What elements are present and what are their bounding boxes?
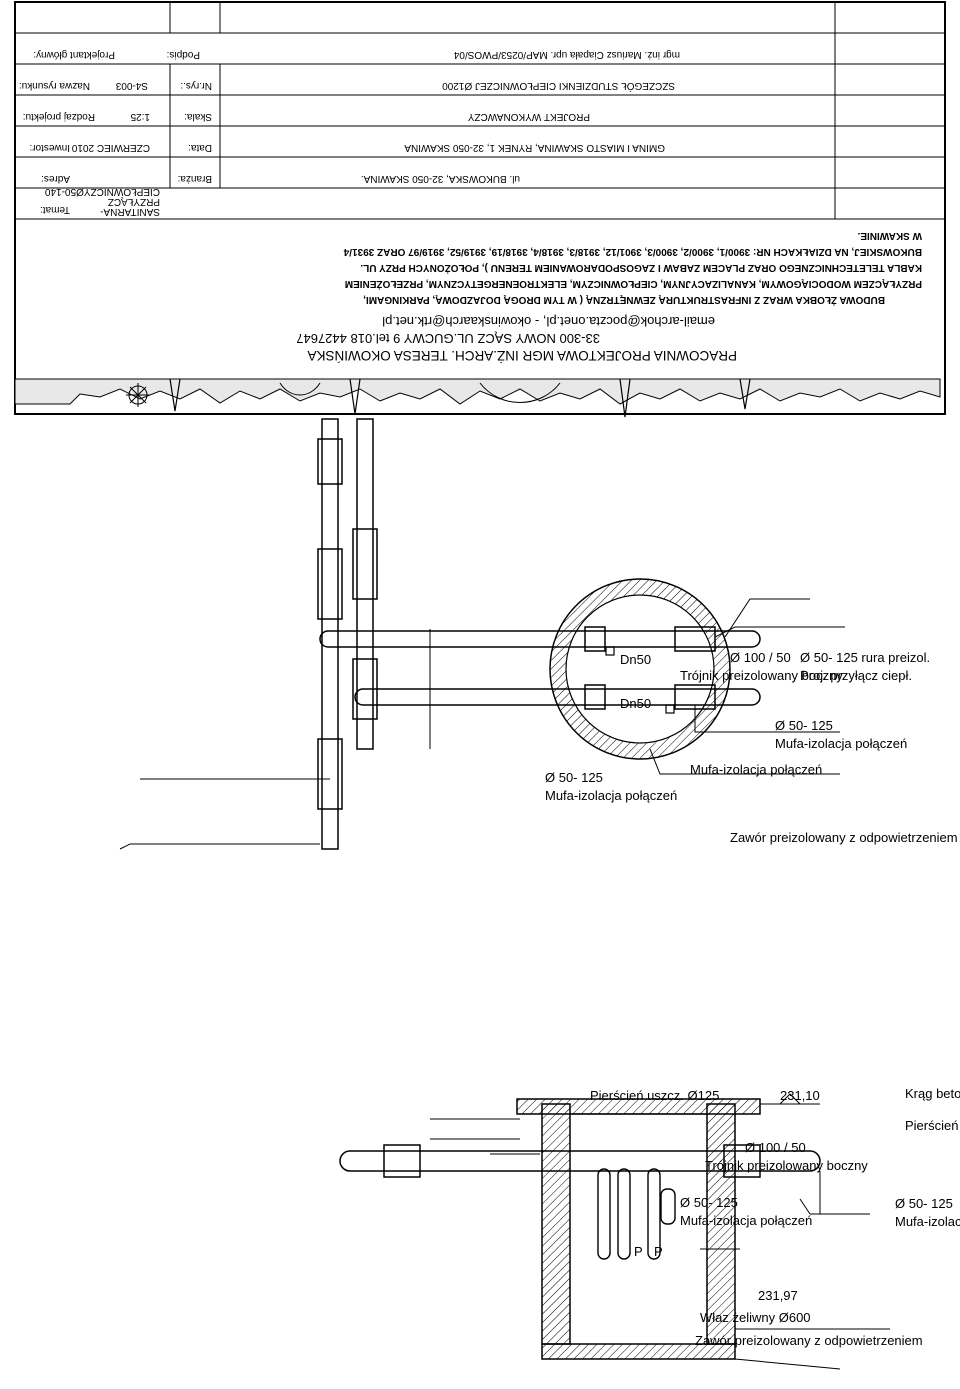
- plan-label-mufa-left: Mufa-izolacja połączeń: [690, 762, 822, 777]
- branza-line-3: CIEPŁOWNICZYØ50-140: [45, 186, 160, 197]
- secondary-pipe: [352, 418, 378, 750]
- plan-label-mufa2-size: Ø 50- 125: [775, 718, 833, 733]
- temat-line-2: PRZYŁĄCZEM WODOCIĄGOWYM, KANALIZACYJNYM,…: [345, 278, 922, 291]
- firm-address: 33-300 NOWY SĄCZ UL.GUCWY 9 tel.018 4427…: [296, 331, 600, 346]
- plan-labels: Trójnik preizolowany boczny Ø 100 / 50 M…: [545, 650, 958, 845]
- rodzaj-value: PROJEKT WYKONAWCZY: [467, 111, 590, 122]
- chamber-section: [516, 1098, 761, 1360]
- data-value: CZERWIEC 2010: [71, 142, 150, 153]
- section-label-mufa-left-size: Ø 50- 125: [680, 1195, 738, 1210]
- inwestor-label: Inwestor:: [29, 142, 70, 153]
- section-label-elev-bottom: 231,10: [780, 1088, 820, 1103]
- plan-label-zawor: Zawór preizolowany z odpowietrzeniem: [730, 830, 958, 845]
- plan-label-trojnik: Trójnik preizolowany boczny: [680, 668, 843, 683]
- projektant-value: mgr inż. Mariusz Ciapała upr. MAP/0253/P…: [453, 49, 680, 60]
- section-label-zawor: Zawór preizolowany z odpowietrzeniem: [695, 1333, 923, 1348]
- nr-label: Nr.rys.:: [180, 80, 212, 91]
- section-valves: [597, 1168, 676, 1260]
- chamber-plan: [549, 578, 731, 760]
- skala-label: Skala:: [184, 111, 212, 122]
- adres-label: Adres:: [41, 173, 70, 184]
- section-label-elev-top: 231,97: [758, 1288, 798, 1303]
- nazwa-label: Nazwa rysunku:: [19, 80, 90, 91]
- section-view: [339, 1093, 890, 1370]
- nazwa-value: SZCZEGÓŁ STUDZIENKI CIEPŁOWNICZEJ Ø1200: [442, 80, 675, 93]
- rodzaj-label: Rodzaj projektu:: [23, 111, 95, 122]
- branza-label: Branża:: [178, 173, 212, 184]
- projektant-label: Projektant główny:: [33, 49, 115, 60]
- section-label-mufa-right-size: Ø 50- 125: [895, 1196, 953, 1211]
- podpis-label: Podpis:: [167, 49, 200, 60]
- section-label-wlaz: Właz żeliwny Ø600: [700, 1310, 811, 1325]
- section-pipe: [339, 1144, 821, 1178]
- plan-label-mufa2: Mufa-izolacja połączeń: [775, 736, 907, 751]
- firm-email: email-archok@poczta.onet.pl, - okowinska…: [382, 314, 715, 329]
- plan-view: [119, 418, 845, 850]
- section-label-pierscien-left: Pierścień uszcz. Ø125: [590, 1088, 719, 1103]
- plan-label-proj: Proj. przyłącz ciepł.: [800, 668, 912, 683]
- inwestor-value: GMINA I MIASTO SKAWINA, RYNEK 1, 32-050 …: [404, 142, 665, 153]
- plan-label-dn-top: Dn50: [620, 696, 651, 711]
- nr-value: S4-003: [115, 80, 148, 91]
- plan-leaders: [119, 598, 845, 850]
- section-label-trojnik-size: Ø 100 / 50: [745, 1140, 806, 1155]
- temat-line-3: KABLA TELETECHNICZNEGO ORAZ PLACEM ZABAW…: [360, 262, 922, 275]
- branza-line-1: SANITARNA-: [100, 206, 160, 217]
- plan-label-dn-bottom: Dn50: [620, 652, 651, 667]
- temat-label: Temat:: [40, 204, 70, 215]
- plan-label-proj-size: Ø 50- 125 rura preizol.: [800, 650, 930, 665]
- skala-value: 1:25: [130, 111, 150, 122]
- section-label-trojnik: Trójnik preizolowany boczny: [705, 1158, 868, 1173]
- title-block: PRACOWNIA PROJEKTOWA MGR INŻ.ARCH. TERES…: [14, 1, 946, 418]
- section-label-pierscien-right: Pierścień uszcz. Ø125: [905, 1118, 960, 1133]
- temat-line-4: BUKOWSKIEJ, NA DZIAŁKACH NR: 3900/1, 390…: [343, 246, 922, 257]
- section-label-sym-b: P: [654, 1244, 663, 1259]
- firm-name: PRACOWNIA PROJEKTOWA MGR INŻ.ARCH. TERES…: [307, 348, 737, 363]
- plan-label-mufa-size: Ø 50- 125: [545, 770, 603, 785]
- section-label-sym-a: P: [634, 1244, 643, 1259]
- plan-label-trojnik-size: Ø 100 / 50: [730, 650, 791, 665]
- data-label: Data:: [188, 142, 212, 153]
- adres-value: ul. BUKOWSKA, 32-050 SKAWINA.: [361, 173, 520, 184]
- section-label-krag: Krąg betonowy Ø1200: [905, 1086, 960, 1101]
- section-leaders: [430, 1093, 890, 1370]
- plan-label-mufa: Mufa-izolacja połączeń: [545, 788, 677, 803]
- section-label-mufa-left: Mufa-izolacja połączeń: [680, 1213, 812, 1228]
- temat-line-1: BUDOWA ŻŁOBKA WRAZ Z INFRASTRUKTURĄ ZEWN…: [363, 294, 885, 307]
- section-label-mufa-right: Mufa-izolacja połączeń: [895, 1214, 960, 1229]
- valve-stems: [605, 646, 675, 714]
- town-skyline-logo: [14, 378, 941, 418]
- temat-line-5: W SKAWINIE.: [857, 230, 922, 241]
- branza-line-2: PRZYŁĄCZ: [108, 196, 160, 207]
- section-labels: Zawór preizolowany z odpowietrzeniem Wła…: [590, 1086, 960, 1348]
